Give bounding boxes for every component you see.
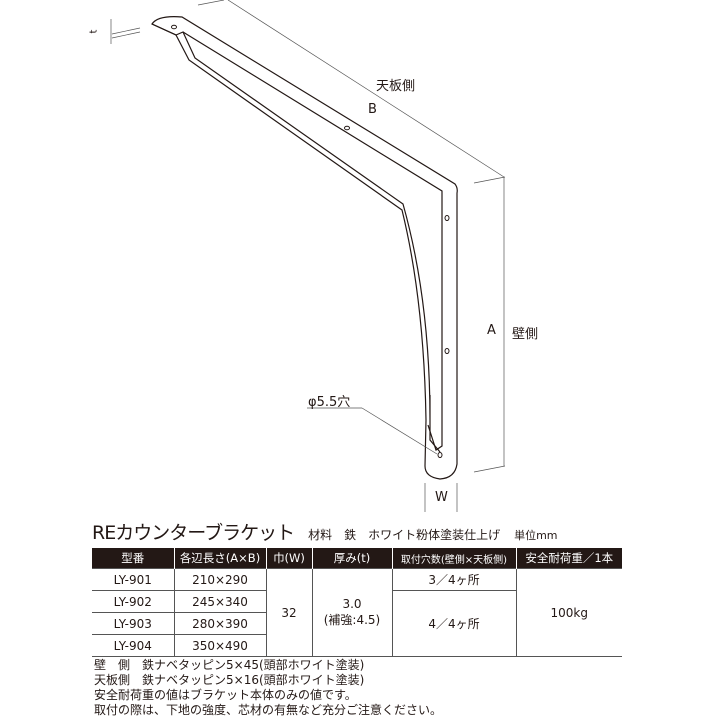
header-model: 型番 xyxy=(92,548,174,569)
size-cell: 210×290 xyxy=(173,568,267,591)
thickness-value: 3.0 xyxy=(342,597,362,611)
spec-table: 型番 各辺長さ(A×B) 巾(W) 厚み(t) 取付穴数(壁側×天板側) 安全耐… xyxy=(92,548,622,657)
holes-cell: 3／4ヶ所 xyxy=(391,568,517,591)
model-cell: LY-904 xyxy=(92,634,175,657)
dimension-a-label: A xyxy=(487,323,496,338)
model-cell: LY-901 xyxy=(92,568,175,591)
size-cell: 350×490 xyxy=(173,634,266,657)
dimension-w-label: W xyxy=(435,490,448,505)
header-load: 安全耐荷重／1本 xyxy=(515,548,622,569)
header-size: 各辺長さ(A×B) xyxy=(173,548,266,569)
model-cell: LY-903 xyxy=(92,612,175,635)
bracket-outline xyxy=(151,16,458,480)
holes-cell: 4／4ヶ所 xyxy=(391,590,516,657)
header-thickness: 厚み(t) xyxy=(311,548,392,569)
size-cell: 280×390 xyxy=(173,612,266,635)
thickness-cell: 3.0 (補強:4.5) xyxy=(311,568,393,657)
product-title: REカウンターブラケット xyxy=(92,522,295,544)
wall-side-label: 壁側 xyxy=(512,327,539,342)
load-cell: 100kg xyxy=(515,568,622,657)
table-row: LY-902 245×340 4／4ヶ所 xyxy=(92,590,622,657)
notes: 壁 側 鉄ナベタッピン5×45(頭部ホワイト塗装) 天板側 鉄ナベタッピン5×1… xyxy=(94,658,442,718)
top-side-label: 天板側 xyxy=(376,79,416,94)
header-width: 巾(W) xyxy=(265,548,312,569)
width-cell: 32 xyxy=(265,568,313,657)
dimension-lines xyxy=(110,0,506,512)
table-row: LY-904 350×490 xyxy=(92,634,622,657)
thickness-note: (補強:4.5) xyxy=(323,613,381,627)
table-row: LY-901 210×290 32 3.0 (補強:4.5) 3／4ヶ所 100k… xyxy=(92,568,622,657)
material-spec: 材料 鉄 ホワイト粉体塗装仕上げ xyxy=(308,528,501,542)
dimension-t-label: t xyxy=(88,29,100,34)
unit-label: 単位mm xyxy=(514,529,558,542)
header-holes: 取付穴数(壁側×天板側) xyxy=(391,548,516,569)
note-top-screw: 天板側 鉄ナベタッピン5×16(頭部ホワイト塗装) xyxy=(94,673,365,687)
model-cell: LY-902 xyxy=(92,590,175,613)
note-load: 安全耐荷重の値はブラケット本体のみの値です。 xyxy=(94,688,357,702)
dimension-b-label: B xyxy=(368,102,377,117)
note-caution: 取付の際は、下地の強度、芯材の有無など充分ご注意ください。 xyxy=(94,703,443,717)
size-cell: 245×340 xyxy=(173,590,267,613)
mounting-holes xyxy=(171,24,450,458)
table-header: 型番 各辺長さ(A×B) 巾(W) 厚み(t) 取付穴数(壁側×天板側) 安全耐… xyxy=(92,548,622,569)
title-row: REカウンターブラケット 材料 鉄 ホワイト粉体塗装仕上げ 単位mm xyxy=(92,518,632,545)
hole-diameter-label: φ5.5穴 xyxy=(308,395,351,410)
bracket-drawing xyxy=(110,0,506,512)
note-wall-screw: 壁 側 鉄ナベタッピン5×45(頭部ホワイト塗装) xyxy=(94,658,365,672)
